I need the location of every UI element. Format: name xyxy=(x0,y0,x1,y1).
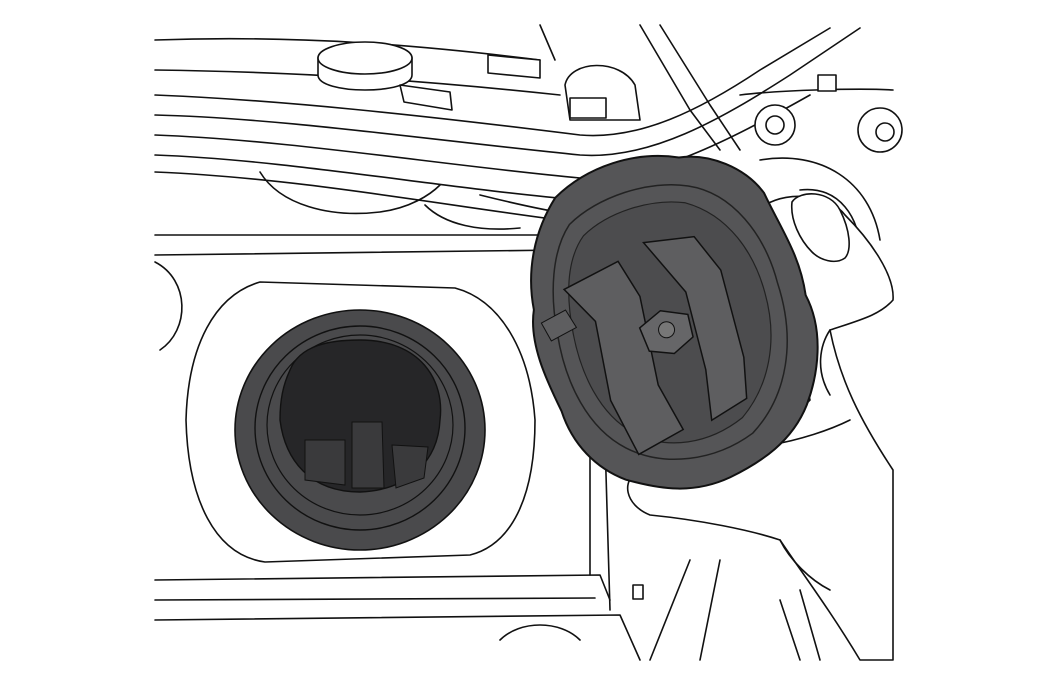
engine-hoses xyxy=(154,24,861,230)
engine-bracket xyxy=(739,74,903,251)
cap-center-nut xyxy=(658,321,676,339)
oil-filler-cap xyxy=(530,154,819,490)
hand xyxy=(563,193,894,661)
oil-filler-neck xyxy=(185,281,536,563)
engine-body xyxy=(154,234,821,661)
cap-grip-tab-left xyxy=(562,260,685,456)
cap-grip-tab-right xyxy=(642,235,748,422)
reservoir-cap xyxy=(317,41,641,121)
